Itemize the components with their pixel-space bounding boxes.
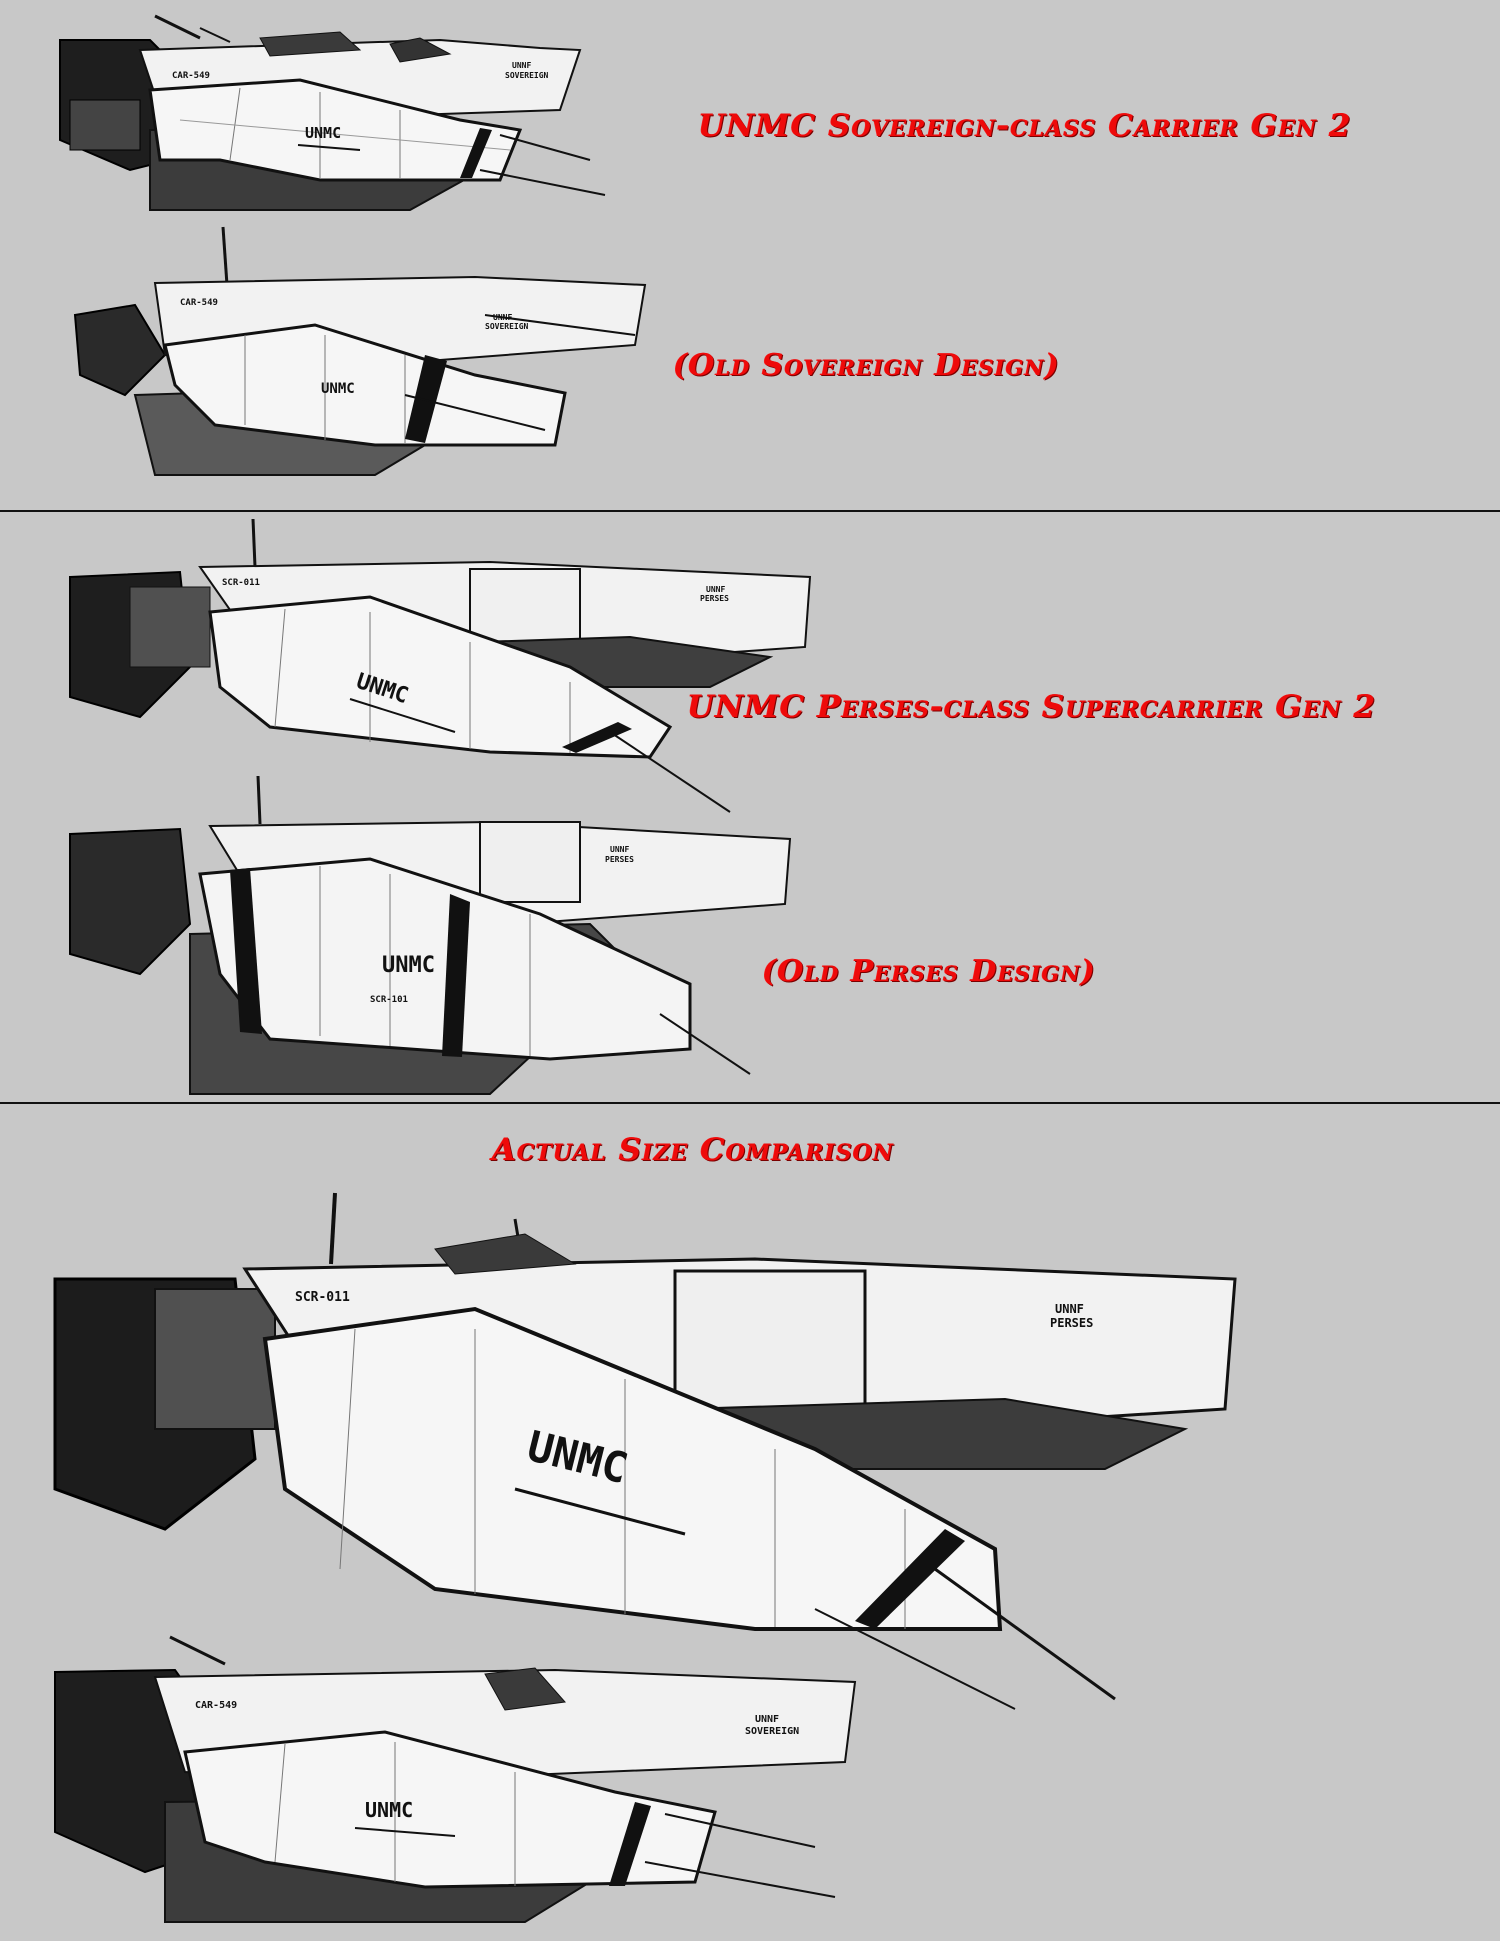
size-comparison-title: Actual Size Comparison bbox=[492, 1132, 895, 1168]
sovereign-gen2-unmc-marking: UNMC bbox=[305, 124, 341, 142]
perses-gen2-name-line2: PERSES bbox=[700, 594, 729, 603]
old-sovereign-ship-illustration: UNMC CAR-549 UNNF SOVEREIGN bbox=[73, 225, 655, 485]
old-sovereign-title: (Old Sovereign Design) bbox=[673, 348, 1060, 383]
old-perses-title: (Old Perses Design) bbox=[762, 954, 1096, 989]
sovereign-gen2-hull-number: CAR-549 bbox=[172, 71, 210, 81]
perses-gen2-name-line1: UNNF bbox=[706, 585, 725, 594]
old-sovereign-name-line2: SOVEREIGN bbox=[485, 322, 529, 331]
old-perses-ship-illustration: UNMC SCR-101 UNNF PERSES bbox=[69, 774, 792, 1095]
perses-panel: UNMC SCR-011 UNNF PERSES UNMC Perses-cla… bbox=[0, 512, 1500, 1102]
sovereign-panel: UNMC CAR-549 UNNF SOVEREIGN UNMC Soverei… bbox=[0, 0, 1500, 510]
comparison-perses-ship-illustration: UNMC SCR-011 UNNF PERSES bbox=[53, 1189, 1237, 1759]
sovereign-gen2-ship-illustration: UNMC CAR-549 UNNF SOVEREIGN bbox=[59, 10, 620, 230]
size-comparison-panel: Actual Size Comparison UNMC SCR-011 UNNF bbox=[0, 1104, 1500, 1941]
old-sovereign-hull-number: CAR-549 bbox=[180, 298, 218, 308]
perses-gen2-title: UNMC Perses-class Supercarrier Gen 2 bbox=[687, 689, 1377, 725]
old-perses-hull-number: SCR-101 bbox=[370, 995, 408, 1005]
comparison-sovereign-unmc-marking: UNMC bbox=[365, 1798, 413, 1822]
comparison-perses-hull-number: SCR-011 bbox=[295, 1290, 350, 1305]
sovereign-gen2-title: UNMC Sovereign-class Carrier Gen 2 bbox=[698, 108, 1352, 144]
old-perses-name-line1: UNNF bbox=[610, 845, 629, 854]
old-sovereign-unmc-marking: UNMC bbox=[321, 381, 355, 397]
sovereign-gen2-name-line1: UNNF bbox=[512, 61, 531, 70]
comparison-sovereign-hull-number: CAR-549 bbox=[195, 1700, 237, 1711]
comparison-sovereign-ship-illustration: UNMC CAR-549 UNNF SOVEREIGN bbox=[54, 1632, 895, 1932]
section-divider-1 bbox=[0, 510, 1500, 512]
perses-gen2-hull-number: SCR-011 bbox=[222, 578, 260, 588]
comparison-perses-name-line1: UNNF bbox=[1055, 1302, 1084, 1316]
old-perses-unmc-marking: UNMC bbox=[382, 953, 435, 978]
old-perses-name-line2: PERSES bbox=[605, 855, 634, 864]
comparison-sovereign-name-line1: UNNF bbox=[755, 1714, 779, 1725]
comparison-sovereign-name-line2: SOVEREIGN bbox=[745, 1726, 799, 1737]
comparison-perses-name-line2: PERSES bbox=[1050, 1316, 1093, 1330]
old-sovereign-name-line1: UNNF bbox=[493, 313, 512, 322]
section-divider-2 bbox=[0, 1102, 1500, 1104]
sovereign-gen2-name-line2: SOVEREIGN bbox=[505, 71, 549, 80]
perses-gen2-ship-illustration: UNMC SCR-011 UNNF PERSES bbox=[69, 517, 812, 817]
